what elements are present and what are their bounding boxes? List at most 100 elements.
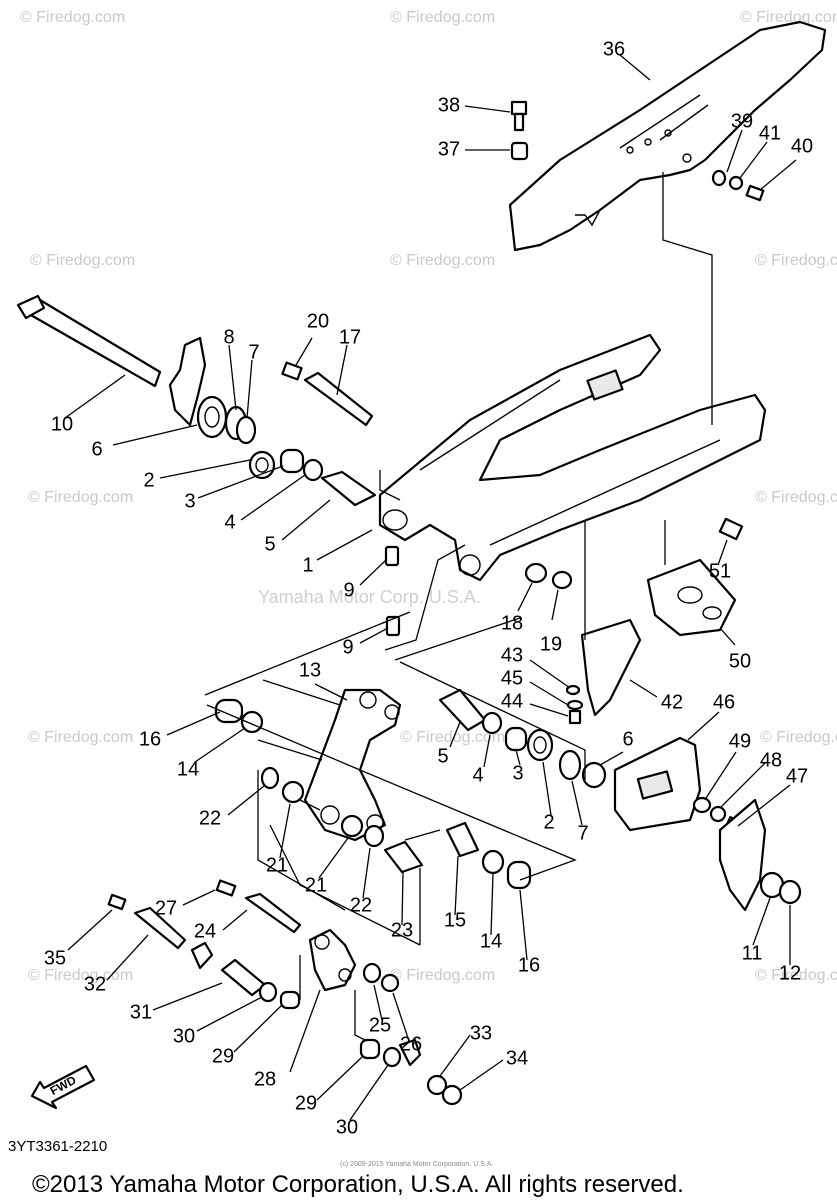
- callout-30: 30: [173, 1025, 195, 1047]
- callout-labels: 36 38 37 39 41 40 20 17 8 7 10 6 2 3 4 5…: [44, 38, 813, 1138]
- grease-fitting-part-20: [281, 361, 303, 381]
- callout-11: 11: [742, 942, 763, 964]
- seal-part-4b: [481, 711, 503, 735]
- copyright-footer: ©2013 Yamaha Motor Corporation, U.S.A. A…: [32, 1171, 684, 1198]
- watermark-firedog: © Firedog.com: [28, 729, 133, 746]
- bolt-part-44: [568, 709, 582, 725]
- collar-part-29b: [359, 1038, 381, 1060]
- collar-part-5a: [320, 470, 377, 507]
- callout-49: 49: [729, 730, 751, 752]
- relay-arm-part-13: [303, 688, 402, 842]
- collar-part-5b: [438, 688, 487, 732]
- grease-nipple-part-9b: [385, 615, 401, 637]
- callout-22: 22: [350, 894, 372, 916]
- callout-29: 29: [295, 1092, 317, 1114]
- callout-26: 26: [400, 1033, 422, 1055]
- connecting-rod-part-28: [308, 928, 357, 992]
- bolt-part-51: [718, 517, 744, 541]
- watermark-firedog: © Firedog.com: [28, 489, 133, 506]
- bolt-part-38: [510, 100, 528, 132]
- callout-15: 15: [444, 909, 466, 931]
- callout-13: 13: [299, 659, 321, 681]
- callout-46: 46: [713, 691, 735, 713]
- watermark-firedog: © Firedog.com: [755, 489, 837, 506]
- collar-part-21a: [281, 780, 305, 804]
- bearing-part-7a: [235, 415, 257, 445]
- bolt-part-32: [133, 906, 187, 950]
- chain-guide-part-50: [646, 558, 737, 637]
- swingarm-part-1: [378, 333, 767, 582]
- parts: [16, 20, 827, 1106]
- washer-part-33: [426, 1074, 448, 1096]
- callout-21: 21: [305, 874, 327, 896]
- callout-3: 3: [184, 490, 195, 512]
- callout-31: 31: [130, 1001, 152, 1023]
- callout-51: 51: [709, 560, 731, 582]
- watermark-firedog: © Firedog.com: [760, 729, 837, 746]
- dust-seal-part-6a: [196, 395, 228, 439]
- callout-28: 28: [254, 1068, 276, 1090]
- collar-part-15: [445, 821, 480, 858]
- callout-29: 29: [212, 1045, 234, 1067]
- washer-part-45: [566, 699, 584, 711]
- callout-37: 37: [438, 138, 460, 160]
- callout-45: 45: [501, 667, 523, 689]
- collar-part-21b: [340, 814, 364, 838]
- chain-case-part-36: [508, 20, 827, 252]
- bolt-part-40: [745, 184, 765, 202]
- callout-9: 9: [342, 636, 353, 658]
- callout-18: 18: [501, 612, 523, 634]
- callout-1: 1: [302, 554, 313, 576]
- collar-part-23: [383, 840, 424, 874]
- callout-4: 4: [472, 764, 483, 786]
- bearing-part-2b: [526, 728, 554, 762]
- watermark-firedog: © Firedog.com: [390, 9, 495, 26]
- seal-part-14b: [481, 849, 505, 875]
- lock-plate-small: [190, 941, 214, 970]
- seal-part-30a: [258, 981, 278, 1003]
- grease-fitting-part-27: [215, 879, 237, 897]
- callout-3: 3: [512, 762, 523, 784]
- tiny-copyright-notice: (c) 2009-2015 Yamaha Motor Corporation, …: [340, 1161, 493, 1168]
- watermark-firedog: © Firedog.com: [390, 252, 495, 269]
- callout-7: 7: [248, 341, 259, 363]
- pivot-bolt-part-17: [303, 371, 374, 427]
- callout-6: 6: [622, 728, 633, 750]
- callout-27: 27: [155, 897, 177, 919]
- callout-21: 21: [266, 854, 288, 876]
- bearing-part-7b: [558, 749, 582, 781]
- nut-part-26: [380, 973, 400, 993]
- watermark-firedog: © Firedog.com: [400, 729, 505, 746]
- callout-25: 25: [369, 1014, 391, 1036]
- pivot-shaft-part-10: [16, 294, 162, 388]
- nut-part-12: [778, 879, 802, 905]
- collar-part-16b: [506, 860, 532, 890]
- washer-part-18: [524, 562, 548, 584]
- watermark-firedog: © Firedog.com: [20, 9, 125, 26]
- watermark-yamaha: Yamaha Motor Corp. U.S.A.: [258, 587, 481, 607]
- seal-part-22a: [260, 766, 280, 790]
- nut-part-48: [709, 805, 727, 823]
- callout-5: 5: [264, 533, 275, 555]
- collar-part-3b: [504, 726, 528, 752]
- callout-47: 47: [786, 765, 808, 787]
- dust-seal-part-6b: [581, 761, 607, 789]
- collar-part-29a: [279, 990, 301, 1010]
- callout-14: 14: [480, 930, 502, 952]
- watermark-firedog: © Firedog.com: [390, 967, 495, 984]
- callout-44: 44: [501, 690, 523, 712]
- washer-part-41: [728, 175, 744, 191]
- callout-9: 9: [343, 579, 354, 601]
- grease-fitting-part-35: [107, 893, 127, 911]
- callout-4: 4: [224, 511, 235, 533]
- callout-23: 23: [391, 919, 413, 941]
- callout-42: 42: [661, 691, 683, 713]
- callout-10: 10: [51, 413, 73, 435]
- callout-39: 39: [731, 110, 753, 132]
- callout-48: 48: [760, 749, 782, 771]
- guard-part-42: [580, 618, 642, 717]
- bolt-part-24: [244, 892, 302, 934]
- frame-bracket-right: [718, 798, 767, 912]
